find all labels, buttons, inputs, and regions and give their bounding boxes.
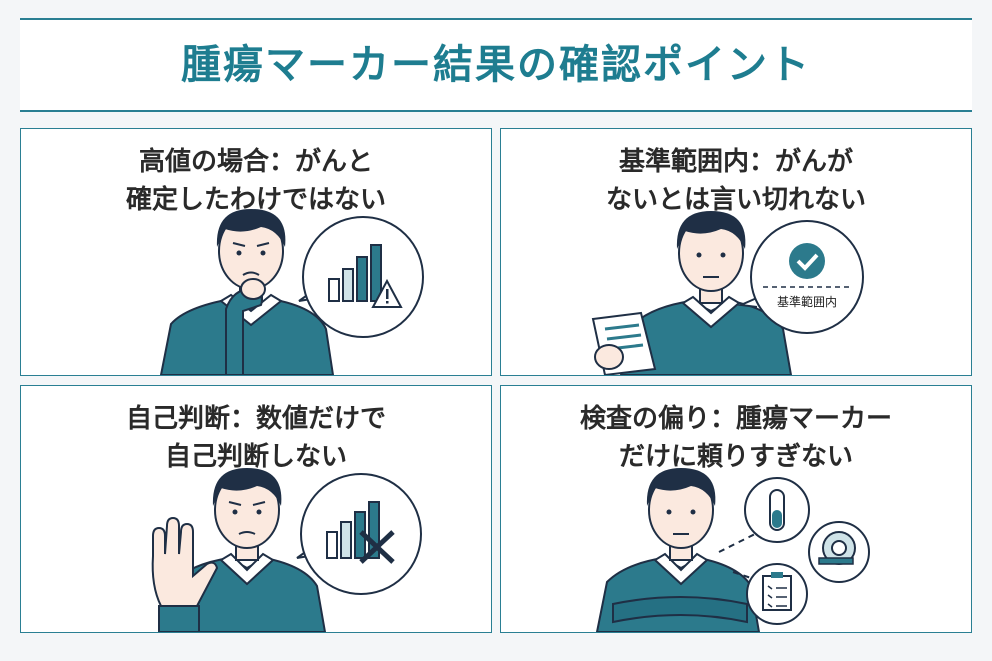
panel-heading-line2: 自己判断しない: [164, 442, 347, 472]
panel-normal-range: 基準範囲内：がんが ないとは言い切れない 基準範囲内: [500, 128, 972, 376]
panel-heading-line2: だけに頼りすぎない: [618, 442, 853, 472]
hair-shape: [216, 209, 286, 247]
panel-heading-line1: 自己判断：数値だけで: [125, 404, 386, 434]
panel-heading-line1: 検査の偏り：腫瘍マーカー: [579, 404, 892, 434]
panel-heading-line1: 高値の場合：がんと: [138, 147, 373, 177]
panel-heading: 基準範囲内：がんが ないとは言い切れない: [501, 143, 971, 219]
page-title: 腫瘍マーカー結果の確認ポイント: [181, 42, 811, 88]
panel-heading-line2: ないとは言い切れない: [605, 185, 866, 215]
hair-shape: [212, 468, 282, 506]
title-banner: 腫瘍マーカー結果の確認ポイント: [20, 18, 972, 112]
panel-heading: 高値の場合：がんと 確定したわけではない: [21, 143, 491, 219]
panel-heading: 自己判断：数値だけで 自己判断しない: [21, 400, 491, 476]
clipboard-icon: [762, 575, 792, 611]
stop-gesture-man-illustration: [151, 468, 422, 632]
cross-icon: [359, 530, 395, 564]
hand-shape: [594, 344, 624, 370]
arms-crossed-man-illustration: [595, 468, 870, 632]
hair-shape: [646, 468, 716, 506]
panel-heading-line1: 基準範囲内：がんが: [618, 147, 853, 177]
check-icon: [789, 243, 825, 279]
panel-self-judgment: 自己判断：数値だけで 自己判断しない: [20, 385, 492, 633]
panel-high-value: 高値の場合：がんと 確定したわけではない: [20, 128, 492, 376]
hand-shape: [240, 278, 266, 300]
panel-test-bias: 検査の偏り：腫瘍マーカー だけに頼りすぎない: [500, 385, 972, 633]
hair-shape: [676, 211, 746, 249]
worried-man-illustration: [159, 209, 424, 375]
bar-chart-icon: [328, 278, 340, 302]
normal-range-badge: 基準範囲内: [777, 294, 837, 309]
bar-chart-icon: [326, 531, 338, 559]
man-holding-report-illustration: 基準範囲内: [591, 211, 864, 375]
crossed-arms-shape: [612, 596, 748, 624]
stop-hand-icon: [151, 516, 219, 607]
panel-heading: 検査の偏り：腫瘍マーカー だけに頼りすぎない: [501, 400, 971, 476]
